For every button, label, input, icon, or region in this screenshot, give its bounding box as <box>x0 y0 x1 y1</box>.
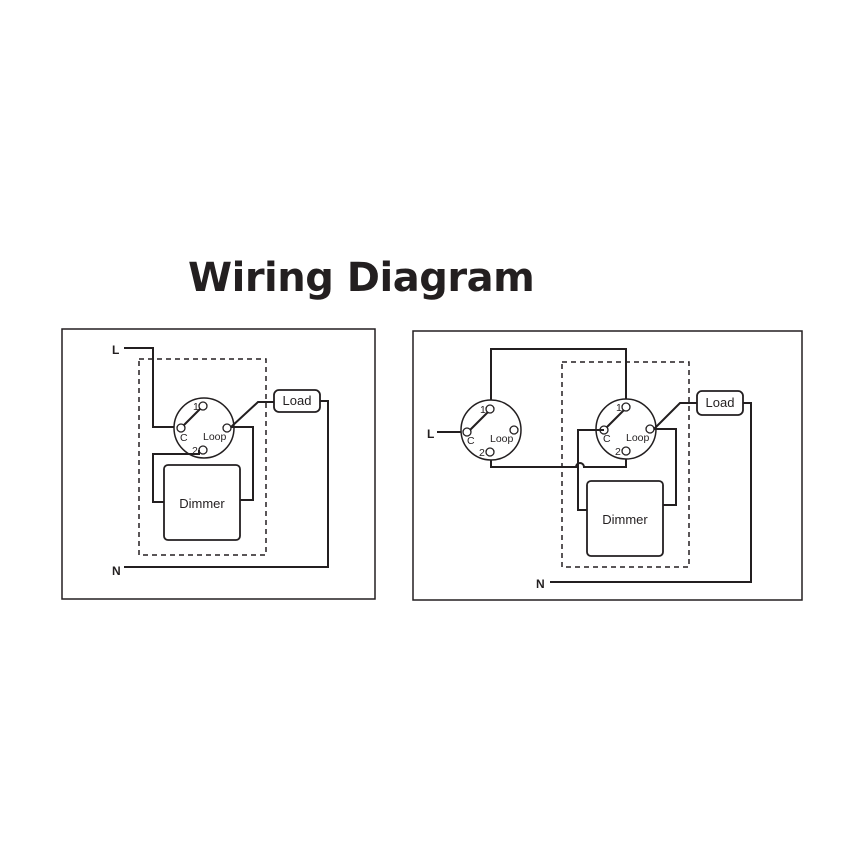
line-label: L <box>112 343 119 357</box>
switch-rocker <box>467 410 490 433</box>
switch-a: 1 C Loop 2 <box>460 399 522 461</box>
terminal-c-label: C <box>180 432 188 444</box>
terminal-loop-screw <box>509 425 519 435</box>
terminal-2-label: 2 <box>479 447 485 459</box>
terminal-loop-label: Loop <box>490 433 514 445</box>
page-title: Wiring Diagram <box>188 255 535 301</box>
dimmer-wire-right <box>654 428 677 506</box>
neutral-label: N <box>112 564 121 578</box>
switch-b: 1 C Loop 2 <box>595 398 657 460</box>
neutral-wire <box>550 402 752 583</box>
terminal-1-screw <box>485 404 495 414</box>
diagram-two-frame <box>412 330 803 601</box>
dimmer-module <box>163 464 241 541</box>
switch-rocker <box>180 406 203 429</box>
terminal-2-screw <box>621 446 631 456</box>
dimmer-wire-left <box>152 450 200 503</box>
strapper-wire-1 <box>490 348 627 408</box>
terminal-2-screw <box>485 447 495 457</box>
terminal-1-label: 1 <box>193 401 199 413</box>
line-label: L <box>427 427 434 441</box>
diagram-one-frame <box>61 328 376 600</box>
load-wire <box>230 401 274 428</box>
terminal-2-screw <box>198 445 208 455</box>
switch-body <box>460 399 522 461</box>
load-wire <box>653 402 697 430</box>
neutral-label: N <box>536 577 545 591</box>
load-label: Load <box>706 395 735 410</box>
terminal-loop-label: Loop <box>626 432 650 444</box>
terminal-c-label: C <box>603 433 611 445</box>
dimmer-wire-right <box>231 426 254 501</box>
switch-mechanism: 1 C Loop 2 <box>173 397 235 459</box>
terminal-1-screw <box>621 402 631 412</box>
dimmer-wire-left <box>577 429 604 511</box>
terminal-1-screw <box>198 401 208 411</box>
neutral-wire <box>124 400 329 568</box>
terminal-1-label: 1 <box>616 402 622 414</box>
dimmer-module <box>586 480 664 557</box>
diagram-two: L 1 C Loop 2 1 C Loop 2 <box>412 330 803 601</box>
diagram-one: L 1 C Loop 2 Dimmer Load N <box>61 328 376 600</box>
terminal-c-screw <box>176 423 186 433</box>
line-wire <box>124 347 180 428</box>
terminal-2-label: 2 <box>615 446 621 458</box>
wall-box-outline <box>138 358 267 556</box>
terminal-c-label: C <box>467 435 475 447</box>
dimmer-label: Dimmer <box>602 512 648 527</box>
terminal-c-screw <box>462 427 472 437</box>
terminal-2-label: 2 <box>192 445 198 457</box>
terminal-loop-label: Loop <box>203 431 227 443</box>
switch-rocker <box>603 408 626 431</box>
strapper-wire-2 <box>490 452 627 468</box>
terminal-1-label: 1 <box>480 404 486 416</box>
load-label: Load <box>283 393 312 408</box>
dimmer-label: Dimmer <box>179 496 225 511</box>
